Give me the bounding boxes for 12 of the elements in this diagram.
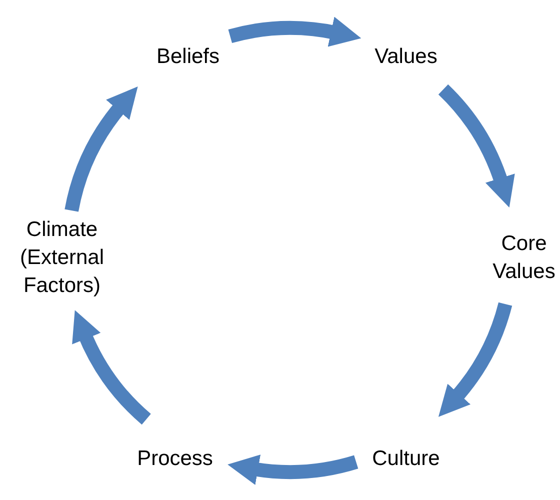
cycle-step-label: Core Values (484, 230, 560, 286)
curved-arrow (64, 86, 138, 212)
curved-arrow (438, 84, 515, 208)
cycle-step-label: Process (120, 445, 230, 473)
cycle-step-label: Values (351, 43, 461, 71)
cycle-step-label: Culture (351, 445, 461, 473)
curved-arrow (72, 310, 151, 424)
curved-arrow (438, 302, 512, 418)
cycle-step-label: Beliefs (133, 43, 243, 71)
curved-arrow (228, 16, 362, 47)
curved-arrow (228, 454, 358, 485)
cycle-step-label: Climate (External Factors) (2, 216, 122, 300)
